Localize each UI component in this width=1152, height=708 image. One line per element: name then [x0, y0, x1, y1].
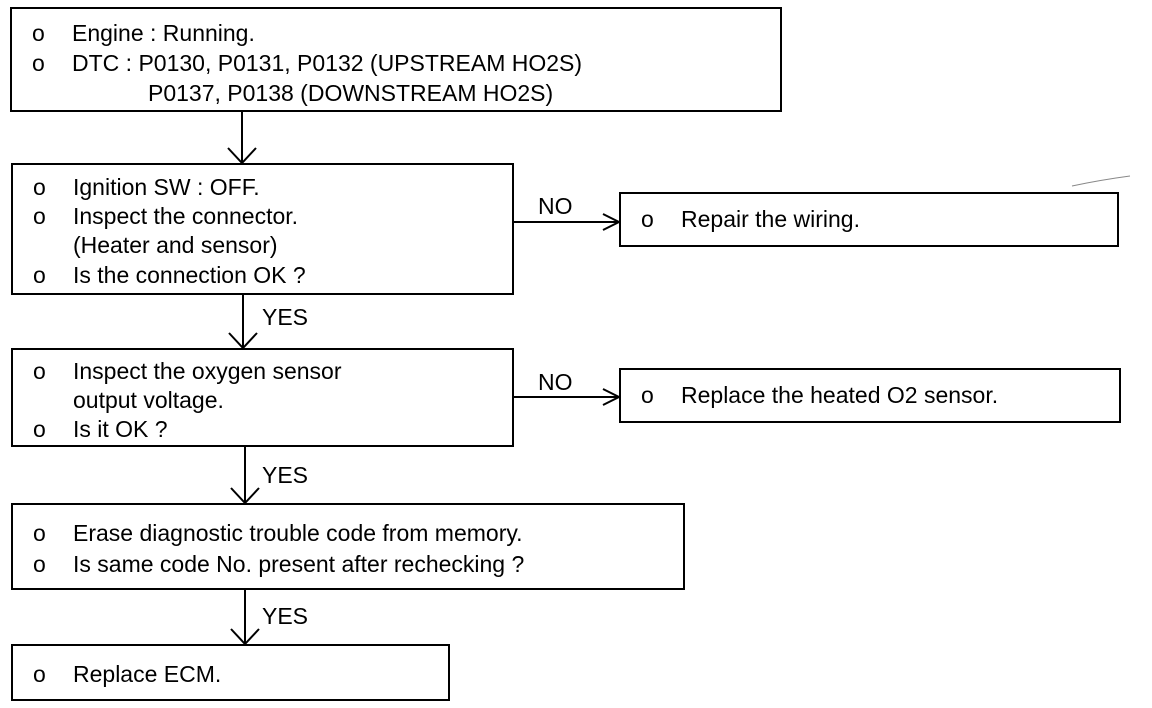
yes-label-voltage: YES — [262, 462, 309, 488]
no-label-voltage: NO — [538, 369, 573, 395]
yes-label-connection: YES — [262, 304, 309, 330]
yes-label-recheck: YES — [262, 603, 309, 629]
box1-line-3: P0137, P0138 (DOWNSTREAM HO2S) — [148, 80, 554, 106]
no-label-connection: NO — [538, 193, 573, 219]
